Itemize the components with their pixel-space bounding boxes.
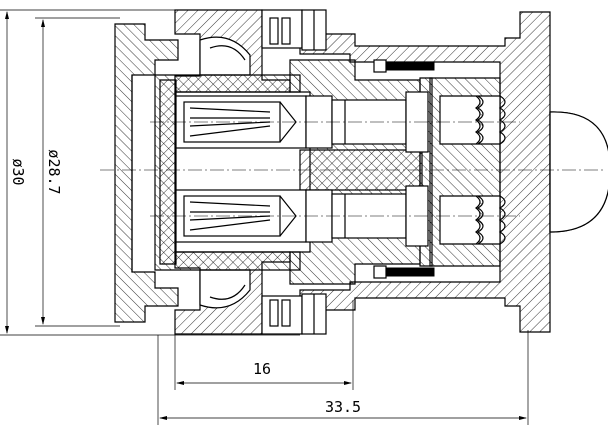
o-ring-bottom bbox=[385, 267, 435, 277]
inner-shell bbox=[154, 74, 301, 271]
contact-socket-bottom bbox=[175, 185, 429, 247]
inner-diameter-label: ø28.7 bbox=[45, 149, 63, 194]
o-ring-top bbox=[385, 61, 435, 71]
contact-insert bbox=[289, 59, 423, 285]
outer-diameter-label: ø30 bbox=[9, 158, 27, 185]
knurled-sleeve bbox=[174, 9, 291, 335]
inner-diameter-dimension bbox=[35, 17, 120, 327]
pin-bottom bbox=[439, 195, 481, 245]
latch-top bbox=[261, 9, 327, 51]
o-ring-cap-top bbox=[373, 59, 387, 73]
length-33-5-label: 33.5 bbox=[325, 398, 361, 416]
length-33-5-dimension bbox=[157, 330, 529, 425]
o-ring-cap-bottom bbox=[373, 265, 387, 279]
contact-socket-top bbox=[175, 91, 429, 153]
coupling-nut bbox=[114, 23, 179, 323]
pin-top bbox=[439, 95, 481, 145]
latch-bottom bbox=[261, 293, 327, 335]
length-16-label: 16 bbox=[253, 360, 271, 378]
